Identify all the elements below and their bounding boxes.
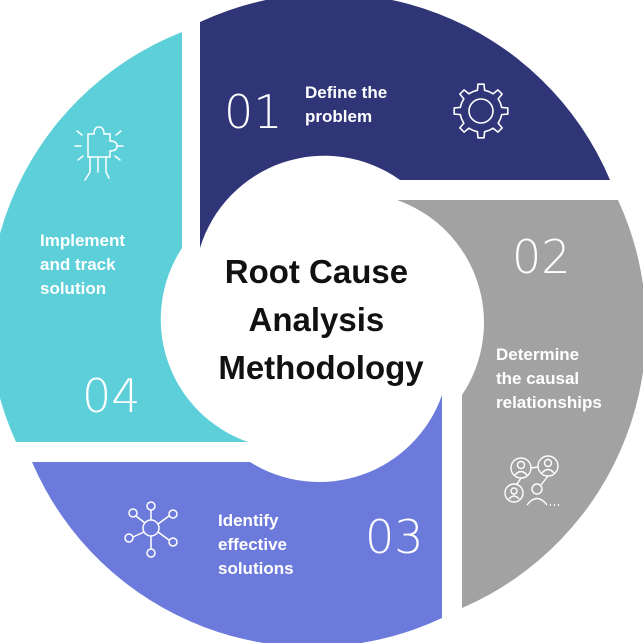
center-title-line-1: Root Cause: [225, 253, 408, 290]
gear-icon: [453, 83, 509, 139]
segment-2-shape: [397, 200, 643, 608]
hand-fingers: [84, 156, 110, 181]
person-1-head: [516, 460, 526, 470]
person-3-ring: [504, 483, 524, 503]
hub-node-right-top: [168, 509, 178, 519]
hub-node-left-top: [128, 508, 138, 518]
step-4-label: Implement and track solution: [40, 231, 130, 298]
step-1-label: Define the problem: [305, 83, 392, 126]
puzzle-hand-icon: [74, 126, 124, 181]
people-network-icon: [504, 455, 559, 506]
people-links: [516, 466, 549, 486]
person-2-body: [541, 468, 555, 474]
hub-links: [132, 510, 170, 549]
step-1-label-line-1: Define the: [305, 83, 387, 102]
step-2-segment: [397, 200, 643, 608]
hub-node-left-bottom: [124, 533, 134, 543]
step-4-number: 04: [82, 369, 141, 423]
step-3-label-line-1: Identify: [218, 511, 279, 530]
step-3-label: Identify effective solutions: [218, 511, 294, 578]
step-4-label-line-3: solution: [40, 279, 106, 298]
center-title-line-3: Methodology: [218, 349, 424, 386]
segment-4-shape: [0, 32, 248, 442]
step-3-label-line-2: effective: [218, 535, 287, 554]
puzzle-piece: [87, 126, 118, 158]
step-3-segment: [32, 395, 442, 643]
gear-hub: [468, 98, 494, 124]
step-4-label-line-1: Implement: [40, 231, 125, 250]
spark-lines: [74, 130, 124, 161]
person-3-body: [508, 495, 520, 500]
step-2-label-line-3: relationships: [496, 393, 602, 412]
person-4-head: [531, 483, 543, 495]
hub-node-right-bottom: [168, 537, 178, 547]
person-3-head: [510, 487, 518, 495]
person-4-body: [526, 497, 548, 506]
step-1-segment: [200, 0, 610, 248]
step-2-number: 02: [512, 230, 571, 284]
center-title-line-2: Analysis: [249, 301, 385, 338]
center-title: Root Cause Analysis Methodology: [218, 253, 424, 386]
person-2-head: [543, 458, 553, 468]
step-3-label-line-3: solutions: [218, 559, 294, 578]
person-1-body: [514, 470, 528, 476]
step-4-label-line-2: and track: [40, 255, 116, 274]
segment-3-shape: [32, 395, 442, 643]
step-2-label-line-2: the causal: [496, 369, 579, 388]
step-3-number: 03: [365, 510, 424, 564]
gear-outline: [453, 83, 509, 139]
step-2-label: Determine the causal relationships: [496, 345, 602, 412]
step-1-number: 01: [224, 85, 283, 139]
step-4-segment: [0, 32, 248, 442]
step-1-label-line-2: problem: [305, 107, 372, 126]
network-hub-icon: [124, 501, 178, 558]
segment-1-shape: [200, 0, 610, 248]
step-2-label-line-1: Determine: [496, 345, 579, 364]
